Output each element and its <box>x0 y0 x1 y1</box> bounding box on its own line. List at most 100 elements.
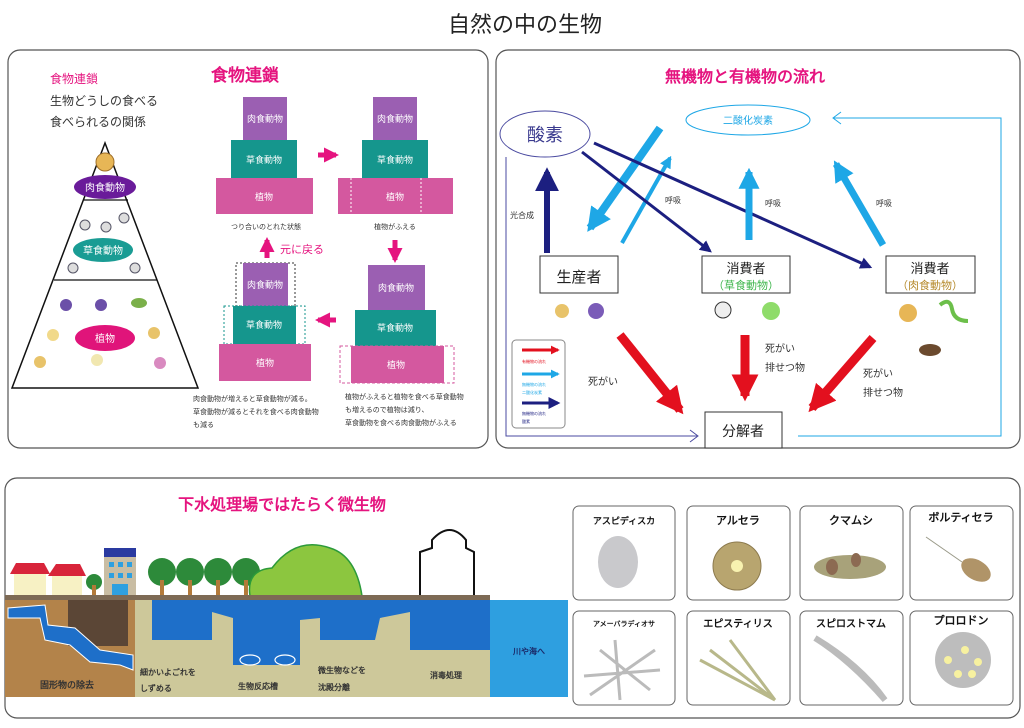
balanced-state-blocks: 肉食動物 草食動物 植物 つり合いのとれた状態 <box>216 97 313 231</box>
cycle-arrows <box>259 147 403 328</box>
block-carnivore: 肉食動物 <box>377 113 413 125</box>
plants-increase-blocks: 肉食動物 草食動物 植物 植物がふえる <box>338 97 453 231</box>
pyramid-carnivore: 肉食動物 <box>85 181 125 194</box>
ground-line <box>5 595 490 600</box>
respiration-label: 呼吸 <box>665 195 681 205</box>
microbe-card: アルセラ <box>686 505 791 601</box>
svg-text:プロロドン: プロロドン <box>934 613 989 627</box>
pyramid-herbivore: 草食動物 <box>83 244 123 257</box>
food-chain-panel: 食物連鎖 生物どうしの食べる 食べられるの関係 食物連鎖 肉食動物 草食動物 植… <box>7 49 489 449</box>
block-herbivore: 草食動物 <box>377 322 413 334</box>
note-right: 草食動物を食べる肉食動物がふえる <box>345 418 457 427</box>
svg-text:エピスティリス: エピスティリス <box>703 618 772 630</box>
stage-settling: しずめる <box>140 683 172 693</box>
block-plant: 植物 <box>255 191 273 203</box>
respiration-label: 呼吸 <box>765 198 781 208</box>
herbivore-consumer-box: 消費者 <box>726 262 765 277</box>
photosynthesis-label: 光合成 <box>510 210 534 220</box>
microbe-card: エピスティリス <box>686 610 791 706</box>
note-right: 植物がふえると植物を食べる草食動物 <box>345 392 464 401</box>
microbe-card: クマムシ <box>799 505 904 601</box>
food-chain-label: 食物連鎖 <box>50 71 98 86</box>
producer-box: 生産者 <box>556 268 601 286</box>
block-plant: 植物 <box>387 359 405 371</box>
food-chain-title: 食物連鎖 <box>211 65 280 86</box>
hydrangea-icon <box>588 303 604 319</box>
legend-label: 無機物の流れ <box>522 410 546 416</box>
aeration-swirls <box>239 654 296 666</box>
microbe-card: スピロストマム <box>799 610 904 706</box>
flow-arrows <box>535 125 887 415</box>
caption-balanced: つり合いのとれた状態 <box>231 222 301 231</box>
note-left: 肉食動物が増えると草食動物が減る。 <box>193 394 312 403</box>
stage-river-sea: 川や海へ <box>512 646 545 656</box>
pyramid-plant: 植物 <box>95 332 115 345</box>
note-right: も増えるので植物は減り、 <box>345 405 429 414</box>
legend-label: 酸素 <box>522 418 530 424</box>
svg-text:クマムシ: クマムシ <box>829 514 873 527</box>
block-plant: 植物 <box>386 191 404 203</box>
stage-disinfection: 消毒処理 <box>430 670 462 680</box>
return-label: 元に戻る <box>280 243 324 256</box>
snake-icon <box>938 299 969 323</box>
herbivore-sub-label: （草食動物） <box>713 278 779 292</box>
dead-label: 死がい <box>765 342 795 355</box>
note-left: 草食動物が減るとそれを食べる肉食動物 <box>193 407 319 416</box>
block-carnivore: 肉食動物 <box>378 282 414 294</box>
food-pyramid: 肉食動物 草食動物 植物 <box>10 140 200 389</box>
cycle-title: 無機物と有機物の流れ <box>665 67 825 86</box>
legend-label: 無機物の流れ <box>522 381 546 387</box>
microbe-card: アメーバラディオサ <box>572 610 676 706</box>
co2-label: 二酸化炭素 <box>723 114 773 127</box>
stage-separation: 微生物などを <box>317 665 366 675</box>
legend: 有機物の流れ 無機物の流れ 二酸化炭素 無機物の流れ 酸素 <box>511 339 566 429</box>
food-chain-desc-2: 食べられるの関係 <box>50 114 146 129</box>
food-chain-desc-1: 生物どうしの食べる <box>50 93 158 108</box>
block-herbivore: 草食動物 <box>246 319 282 331</box>
microbe-card: ボルティセラ <box>909 505 1014 601</box>
microbe-cards: アスピディスカ アルセラ クマムシ ボルティセラ アメーバラディオサ エピスティ… <box>572 505 1014 706</box>
block-herbivore: 草食動物 <box>377 154 413 166</box>
dead-label: 死がい <box>863 367 893 380</box>
stage-solid-removal: 固形物の除去 <box>40 679 94 691</box>
legend-label: 有機物の流れ <box>522 358 546 364</box>
oxygen-label: 酸素 <box>527 125 563 146</box>
block-herbivore: 草食動物 <box>246 154 282 166</box>
carnivores-increase-blocks: 肉食動物 草食動物 植物 <box>219 262 311 381</box>
svg-text:スピロストマム: スピロストマム <box>816 618 886 630</box>
legend-label: 二酸化炭素 <box>522 389 542 395</box>
dead-label: 死がい <box>588 375 618 388</box>
svg-text:アスピディスカ: アスピディスカ <box>593 515 655 527</box>
sewage-panel: 下水処理場ではたらく微生物 固形物の除去 細かいよごれを しずめる 生物反応槽 <box>4 477 1021 719</box>
svg-text:アメーバラディオサ: アメーバラディオサ <box>593 619 655 628</box>
zebra-icons <box>67 212 141 274</box>
organism-icons <box>555 299 969 356</box>
frog-icon <box>762 302 780 320</box>
carnivore-sub-label: （肉食動物） <box>897 278 963 292</box>
svg-text:ボルティセラ: ボルティセラ <box>928 510 993 524</box>
block-carnivore: 肉食動物 <box>247 279 283 291</box>
microbe-card: プロロドン <box>909 610 1014 706</box>
note-left: も減る <box>193 420 214 429</box>
block-carnivore: 肉食動物 <box>247 113 283 125</box>
microbe-card: アスピディスカ <box>572 505 676 601</box>
lion-icon <box>899 304 917 322</box>
herbivores-increase-blocks: 肉食動物 草食動物 植物 <box>339 265 455 384</box>
excretion-label: 排せつ物 <box>765 361 805 374</box>
sewage-title: 下水処理場ではたらく微生物 <box>178 495 386 514</box>
svg-text:アルセラ: アルセラ <box>716 514 760 527</box>
matter-cycle-panel: 無機物と有機物の流れ 酸素 二酸化炭素 光合成 呼吸 呼吸 呼吸 生産者 消費者 <box>495 49 1021 449</box>
zebra-icon <box>714 301 732 319</box>
excretion-label: 排せつ物 <box>863 386 903 399</box>
decomposer-box: 分解者 <box>722 424 764 440</box>
stage-separation: 沈殿分離 <box>318 682 350 692</box>
stage-settling: 細かいよごれを <box>140 667 196 677</box>
block-plant: 植物 <box>256 357 274 369</box>
carnivore-consumer-box: 消費者 <box>910 262 949 277</box>
respiration-label: 呼吸 <box>876 198 892 208</box>
eagle-icon <box>919 344 941 356</box>
page-title: 自然の中の生物 <box>448 13 602 38</box>
caption-plants-increase: 植物がふえる <box>374 222 416 231</box>
flower-icons <box>34 298 166 369</box>
surface-scene <box>10 529 475 597</box>
